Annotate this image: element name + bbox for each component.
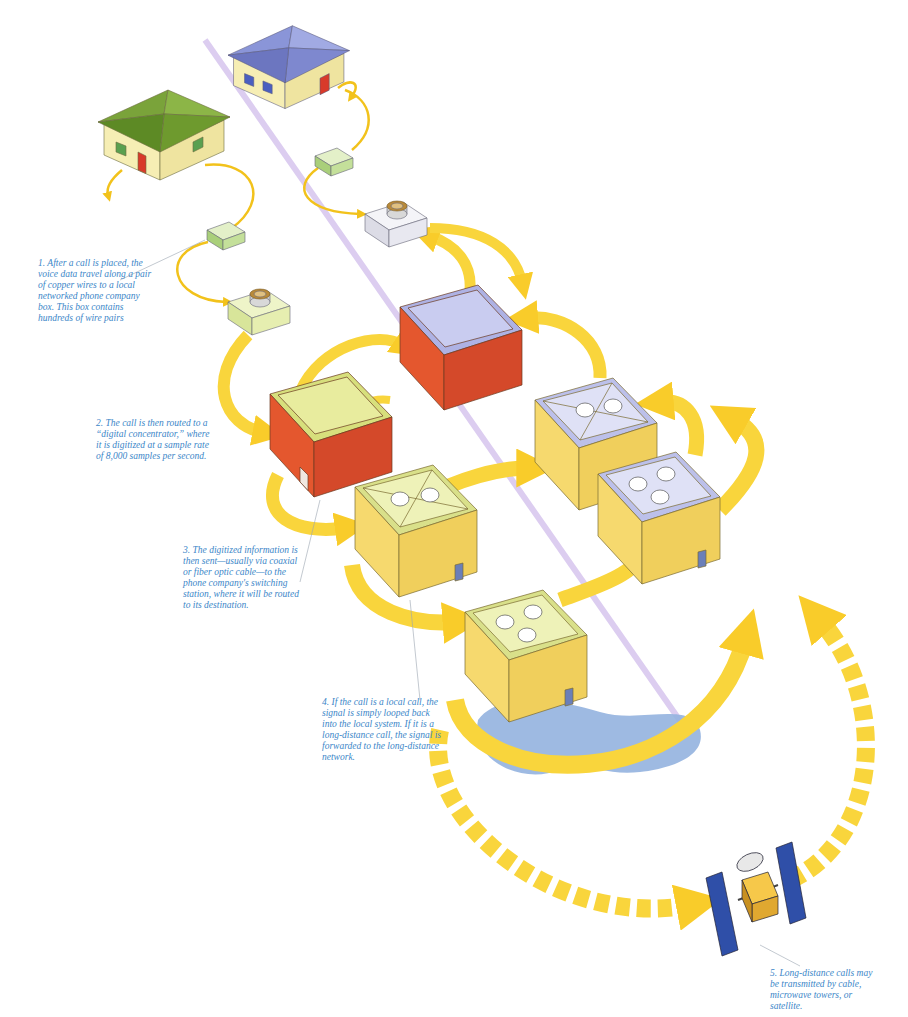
callout-note: 1. After a call is placed, the voice dat… [38, 258, 156, 324]
callout-note: 5. Long-distance calls may be transmitte… [770, 968, 880, 1012]
leader-lines [120, 240, 800, 966]
house [228, 26, 349, 109]
switching-station [535, 378, 657, 510]
signal-arrows [224, 228, 757, 765]
network-box [207, 222, 245, 250]
concentrator-building [400, 285, 522, 410]
satellite [706, 842, 806, 956]
callout-note: 3. The digitized information is then sen… [183, 545, 305, 611]
concentrator-building [270, 372, 392, 497]
long-distance-station [465, 590, 587, 722]
divider-band [205, 40, 690, 735]
callout-note: 2. The call is then routed to a “digital… [96, 418, 214, 462]
switching-station [355, 465, 477, 597]
network-box [315, 148, 353, 176]
house [98, 90, 230, 180]
callout-note: 4. If the call is a local call, the sign… [322, 697, 442, 763]
concentrator-box [365, 201, 427, 247]
long-distance-station [598, 452, 720, 584]
concentrator-box [228, 289, 290, 335]
